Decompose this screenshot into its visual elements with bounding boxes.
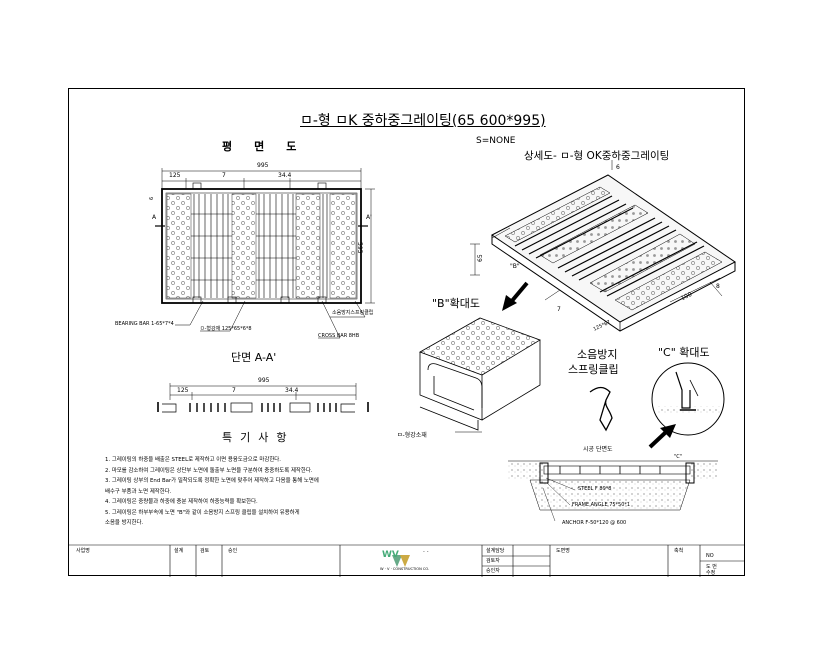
company-logo (392, 555, 410, 567)
drawing-scale: S=NONE (476, 136, 516, 146)
isometric-view (470, 160, 736, 332)
bearing-bars (193, 194, 328, 298)
spring-title-1: 소음방지 (577, 348, 618, 361)
note-item: 3. 그레이팅 상부의 End Bar가 밀착되도록 정확한 노면에 맞추어 제… (105, 478, 319, 484)
iso-dim-8: 8 (716, 283, 720, 290)
iso-dim-6: 6 (616, 164, 620, 171)
arrow-b (502, 281, 529, 311)
tb-company-sub: W · V · CONSTRUCTION CO. (380, 567, 430, 571)
tb-rev: 수정 (706, 570, 716, 576)
note-item: 배수구 부품과 노면 제작한다. (105, 488, 172, 495)
sec-dim-34: 34.4 (285, 387, 299, 394)
tb-drawing: 설계 (174, 548, 184, 554)
title-block (68, 544, 745, 577)
perforated-panel (166, 193, 192, 299)
c-detail-title: "C" 확대도 (658, 346, 710, 359)
tb-number: 도 번 (706, 564, 717, 570)
perforated-panel (295, 193, 321, 299)
notes-list: 1. 그레이팅의 하중을 배출은 STEEL로 제작하고 이면 용융도금으로 마… (105, 455, 319, 529)
dim-125: 125 (169, 172, 181, 179)
dim-total: 995 (257, 162, 269, 169)
b-detail-title: "B"확대도 (432, 297, 481, 310)
iso-title: 상세도- ㅁ-형 OK중하중그레이팅 (524, 150, 670, 162)
cross-bars (191, 213, 296, 281)
plan-view (155, 168, 375, 339)
note-item: 1. 그레이팅의 하중을 배출은 STEEL로 제작하고 이면 용융도금으로 마… (105, 457, 281, 463)
dim-6: 6 (149, 196, 155, 200)
c-mark: "C" (674, 454, 683, 460)
tb-company: WV (382, 550, 399, 560)
steel-label: STEEL F 89*8 (578, 486, 612, 492)
cross-bar-label: CROSS BAR 8HB (318, 333, 360, 339)
dim-595: 595 (356, 242, 363, 254)
tb-scale: 축척 (674, 548, 684, 554)
spring-note-label: 소음방지스프링클립 (332, 310, 374, 316)
sec-dim-125: 125 (177, 387, 189, 394)
arrow-c (648, 424, 676, 449)
note-item: 2. 마모를 감소하여 그레이팅은 상단부 노면에 돌출부 노면을 구분하여 충… (105, 467, 313, 474)
note-item: 5. 그레이팅은 하부부속에 노면 "B"와 같이 소음방지 스프링 클립을 설… (105, 509, 300, 516)
note-item: 소음을 방지한다. (105, 520, 144, 526)
tb-name: 도면명 (556, 548, 570, 554)
iso-dim-65: 65 (477, 254, 484, 262)
tb-project: 사업명 (76, 548, 90, 554)
spring-title-2: 스프링클립 (568, 363, 619, 376)
section-mark-a: A (152, 214, 157, 221)
iso-label-b: "B" (510, 263, 520, 270)
plan-title: 평면도 (222, 140, 319, 153)
plan-inner (165, 192, 358, 300)
install-section (508, 460, 718, 522)
note-item: 4. 그레이팅은 중량물과 하중에 충분 제작하여 하중능력을 확보한다. (105, 499, 258, 505)
spring-clip-icon (589, 386, 613, 432)
tb-r3: 승인자 (486, 568, 500, 574)
tb-r1: 설계담당 (486, 548, 505, 554)
notes-title: 특기사항 (222, 431, 295, 444)
anchor-label: ANCHOR F-50*120 @ 600 (562, 520, 627, 526)
install-title: 시공 단면도 (583, 446, 613, 453)
detail-c (651, 362, 725, 436)
section-mark-a2: A' (366, 214, 372, 221)
detail-b (419, 317, 541, 433)
perforated-panel (231, 193, 257, 299)
plan-outline (161, 188, 362, 304)
iso-dim-7: 7 (557, 306, 561, 313)
tb-approve: 승인 (228, 548, 238, 554)
perforated-panel (329, 193, 357, 299)
tb-dots: · · (423, 549, 429, 556)
sec-dim-995: 995 (258, 377, 270, 384)
section-aa (157, 383, 369, 413)
tb-r2: 검토자 (486, 558, 500, 564)
plan-dimensions (161, 168, 375, 304)
tb-check: 검토 (200, 548, 210, 554)
frame-angle-label: FRAME ANGLE 75*50*1 (572, 502, 631, 508)
bearing-bar-label: BEARING BAR 1-65*7*4 (115, 321, 174, 327)
sec-dim-7: 7 (232, 387, 236, 394)
tb-no: NO (706, 553, 714, 559)
drawing-title: ㅁ-형 ㅁK 중하중그레이팅(65 600*995) (300, 113, 546, 129)
section-title: 단면 A-A' (231, 351, 277, 364)
dim-34: 34.4 (278, 172, 292, 179)
dim-7: 7 (222, 172, 226, 179)
channel-label: ㅁ-형강소재 (397, 432, 427, 439)
drawing-frame (68, 88, 745, 576)
pitch-label: ㅁ-형강재 125*65*6*8 (200, 326, 252, 332)
